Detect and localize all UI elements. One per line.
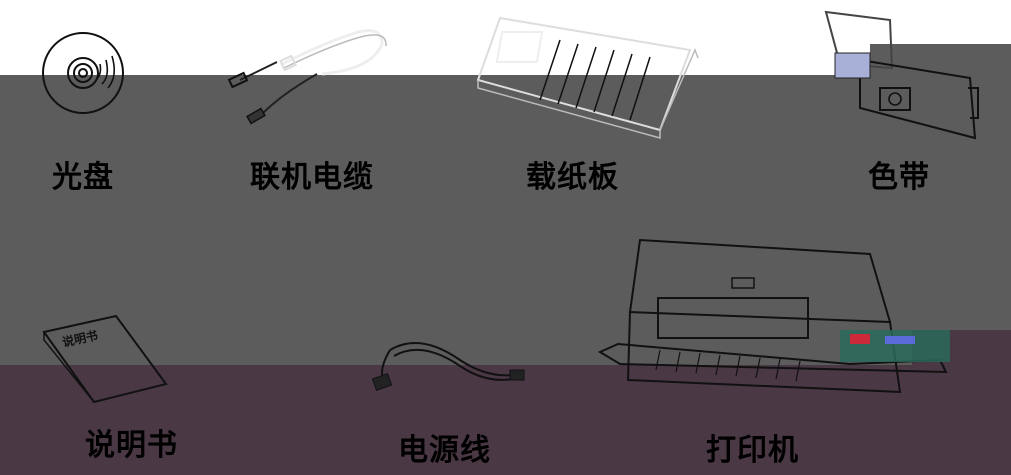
power-cord-icon [371,342,525,392]
gray-background-band [0,75,1011,365]
item-label-cd: 光盘 [52,160,114,195]
paper-tray-icon [476,16,699,139]
item-label-cable: 联机电缆 [250,160,374,195]
usb-cable-icon [227,29,387,125]
ribbon-cartridge-icon [824,10,979,140]
item-label-printer: 打印机 [706,433,799,468]
item-label-manual: 说明书 [85,428,178,463]
dot-matrix-printer-icon [597,238,950,394]
gray-background-band-top-right [870,44,1011,76]
manual-booklet-icon [42,314,168,404]
plum-background-band [0,365,1011,475]
item-label-ribbon: 色带 [868,160,930,195]
cd-disc-icon [42,32,124,114]
item-label-tray: 载纸板 [526,160,619,195]
item-label-power-cord: 电源线 [398,433,491,468]
